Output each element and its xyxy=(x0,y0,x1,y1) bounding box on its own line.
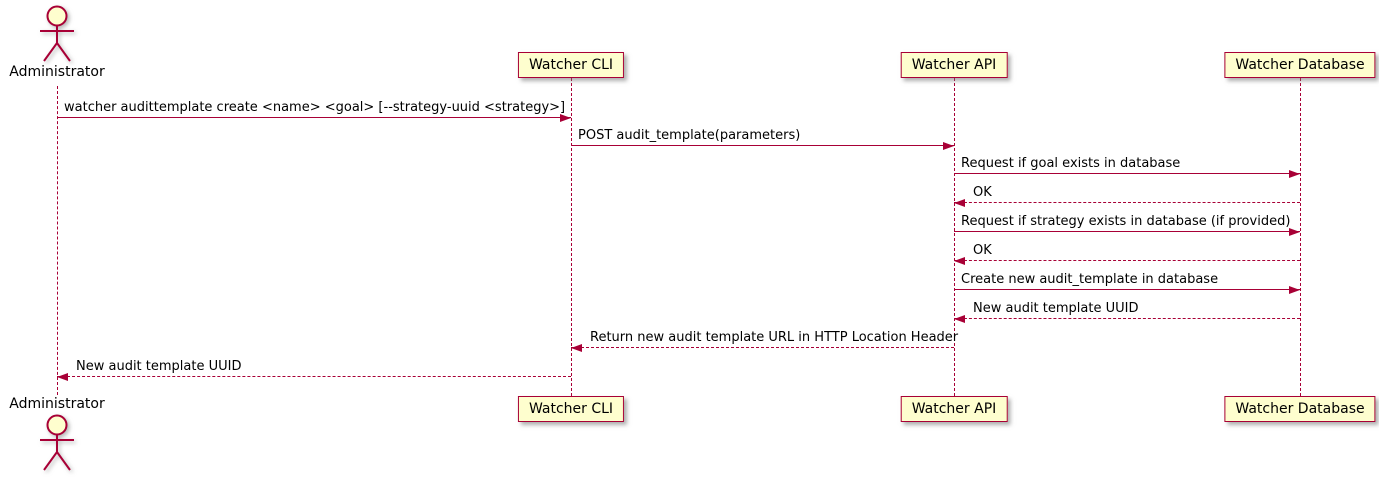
message-3-line xyxy=(954,173,1300,174)
participant-label-watcher-database-top: Watcher Database xyxy=(1235,57,1365,73)
arrowhead-right-icon xyxy=(560,114,571,122)
participant-box-watcher-cli-bottom: Watcher CLI xyxy=(517,396,625,422)
actor-icon xyxy=(40,414,74,471)
message-7-line xyxy=(954,289,1300,290)
arrowhead-left-icon xyxy=(57,373,68,381)
participant-box-watcher-cli-top: Watcher CLI xyxy=(517,52,625,78)
message-2: POST audit_template(parameters) xyxy=(571,126,954,150)
message-5-line xyxy=(954,231,1300,232)
lifeline-watcher-cli xyxy=(571,78,572,396)
message-6-text: OK xyxy=(973,243,992,258)
participant-box-watcher-database-top: Watcher Database xyxy=(1224,52,1376,78)
message-9-line xyxy=(571,347,954,348)
participant-label-administrator-bottom: Administrator xyxy=(9,396,105,412)
participant-box-watcher-database-bottom: Watcher Database xyxy=(1224,396,1376,422)
message-1: watcher audittemplate create <name> <goa… xyxy=(57,98,571,122)
arrowhead-left-icon xyxy=(954,199,965,207)
message-9-text: Return new audit template URL in HTTP Lo… xyxy=(590,330,959,345)
message-5: Request if strategy exists in database (… xyxy=(954,212,1300,236)
message-6: OK xyxy=(954,241,1300,265)
message-1-line xyxy=(57,117,571,118)
message-8-text: New audit template UUID xyxy=(973,301,1139,316)
arrowhead-right-icon xyxy=(1289,170,1300,178)
participant-box-watcher-api-bottom: Watcher API xyxy=(900,396,1008,422)
lifeline-administrator xyxy=(57,86,58,395)
message-8: New audit template UUID xyxy=(954,299,1300,323)
arrowhead-right-icon xyxy=(1289,286,1300,294)
arrowhead-right-icon xyxy=(1289,228,1300,236)
participant-label-administrator-top: Administrator xyxy=(9,64,105,80)
message-2-line xyxy=(571,145,954,146)
participant-box-watcher-api-top: Watcher API xyxy=(900,52,1008,78)
participant-label-watcher-cli-bottom: Watcher CLI xyxy=(528,401,614,417)
message-1-text: watcher audittemplate create <name> <goa… xyxy=(64,100,566,115)
message-8-line xyxy=(954,318,1300,319)
participant-label-watcher-cli-top: Watcher CLI xyxy=(528,57,614,73)
message-4-text: OK xyxy=(973,185,992,200)
message-4: OK xyxy=(954,183,1300,207)
actor-administrator-bottom: Administrator xyxy=(0,396,114,474)
participant-label-watcher-database-bottom: Watcher Database xyxy=(1235,401,1365,417)
message-5-text: Request if strategy exists in database (… xyxy=(961,214,1291,229)
actor-administrator-top: Administrator xyxy=(0,4,114,80)
arrowhead-right-icon xyxy=(943,142,954,150)
participant-label-watcher-api-top: Watcher API xyxy=(911,57,997,73)
actor-icon xyxy=(40,5,74,62)
lifeline-watcher-database xyxy=(1300,78,1301,396)
arrowhead-left-icon xyxy=(954,257,965,265)
message-7-text: Create new audit_template in database xyxy=(961,272,1219,287)
message-10-text: New audit template UUID xyxy=(76,359,242,374)
message-3: Request if goal exists in database xyxy=(954,154,1300,178)
message-4-line xyxy=(954,202,1300,203)
message-10-line xyxy=(57,376,571,377)
message-10: New audit template UUID xyxy=(57,357,571,381)
participant-label-watcher-api-bottom: Watcher API xyxy=(911,401,997,417)
message-6-line xyxy=(954,260,1300,261)
message-9: Return new audit template URL in HTTP Lo… xyxy=(571,328,958,352)
message-7: Create new audit_template in database xyxy=(954,270,1300,294)
lifeline-watcher-api xyxy=(954,78,955,396)
arrowhead-left-icon xyxy=(571,344,582,352)
arrowhead-left-icon xyxy=(954,315,965,323)
message-3-text: Request if goal exists in database xyxy=(961,156,1181,171)
message-2-text: POST audit_template(parameters) xyxy=(578,128,801,143)
